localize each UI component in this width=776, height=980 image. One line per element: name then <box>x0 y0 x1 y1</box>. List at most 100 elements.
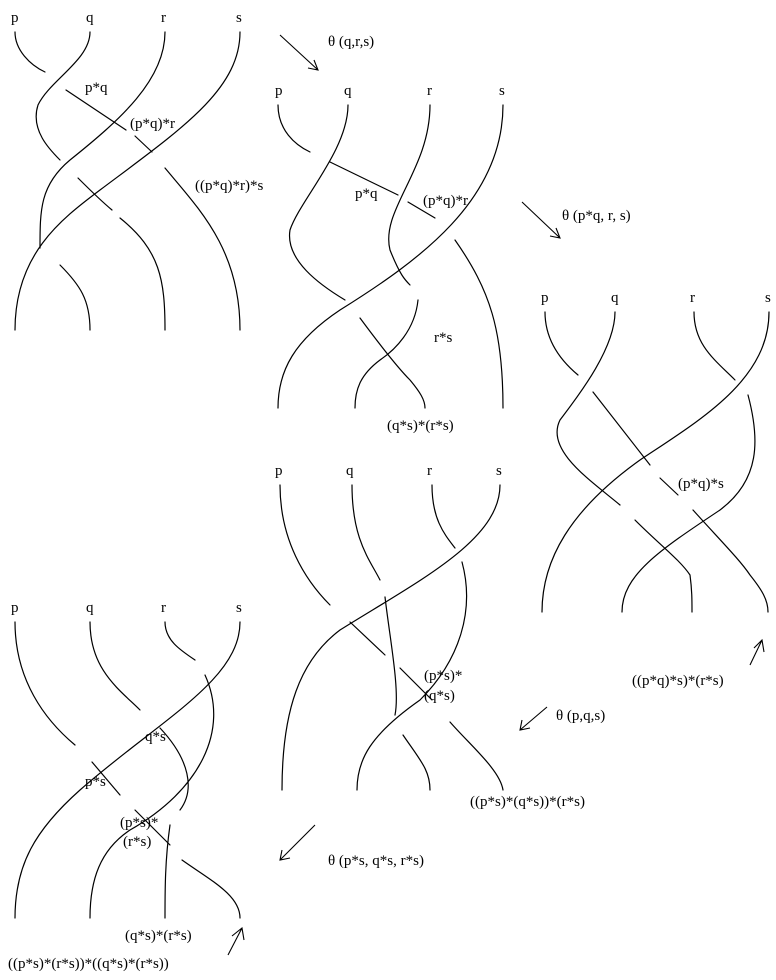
braid-1-strand-p-c <box>134 135 153 153</box>
braid-3-label-r: r <box>690 290 695 306</box>
braid-5-annotation-qs: q*s <box>145 729 166 745</box>
braid-3-strand-q <box>556 311 621 506</box>
braid-2-strand-s <box>277 104 504 409</box>
braid-5-annotation-ps-star: (p*s)* <box>120 815 158 831</box>
braid-5-strand-p-d <box>181 859 241 919</box>
braid-1-label-r: r <box>161 10 166 26</box>
braid-5-annotation-ps: p*s <box>85 774 106 790</box>
braid-5-label-s: s <box>236 600 242 616</box>
braid-5-label-p: p <box>11 600 19 616</box>
braid-3-annotation-pq-s: (p*q)*s <box>678 476 724 492</box>
move-4-arrow <box>279 824 316 861</box>
braid-1-annotation-pqr: (p*q)*r <box>130 116 175 132</box>
braid-3-strand-p-b <box>592 391 651 466</box>
move-3-label: θ (p,q,s) <box>556 708 605 724</box>
braid-5: p q r s q*s p*s (p*s)* (r*s) (q*s)*(r*s)… <box>8 600 245 972</box>
braid-4-label-r: r <box>427 463 432 479</box>
braid-1-strand-q-mid <box>77 177 113 211</box>
braid-5-annotation-result: ((p*s)*(r*s))*((q*s)*(r*s)) <box>8 956 169 972</box>
braid-4-strand-q-a <box>351 484 381 581</box>
braid-2-strand-q-b <box>359 317 426 409</box>
braid-2-label-r: r <box>427 83 432 99</box>
braid-1-annotation-pqrs: ((p*q)*r)*s <box>195 178 263 194</box>
braid-5-strand-q-a <box>89 621 141 711</box>
braid-4-strand-r-b <box>356 561 468 791</box>
braid-3-label-q: q <box>611 290 619 306</box>
move-4: θ (p*s, q*s, r*s) <box>279 824 424 869</box>
braid-4-strand-p-c <box>399 667 433 701</box>
braid-2-label-s: s <box>499 83 505 99</box>
braid-3-label-p: p <box>541 290 549 306</box>
braid-4-strand-p-b <box>349 621 386 656</box>
braid-1: p q r s p*q (p*q)*r ((p*q)*r)*s <box>11 10 263 331</box>
move-3: θ (p,q,s) <box>519 706 605 731</box>
braid-2-strand-r-b <box>354 299 419 409</box>
braid-4-strand-p-a <box>279 484 331 606</box>
braid-3-annotation-result: ((p*q)*s)*(r*s) <box>632 673 724 689</box>
braid-4-label-q: q <box>346 463 354 479</box>
braid-1-strand-q-bot <box>119 217 166 331</box>
braid-5-annotation-rs: (r*s) <box>123 834 151 850</box>
braid-4-strand-q-c <box>402 734 431 791</box>
braid-2-strand-p-b <box>329 161 399 196</box>
braid-2-label-q: q <box>344 83 352 99</box>
braid-3-strand-r-b <box>621 394 756 613</box>
braid-5-strand-p-b <box>91 761 121 796</box>
braid-3-strand-r <box>693 311 736 381</box>
braid-2-strand-p-c <box>407 201 436 219</box>
braid-1-strand-q-top <box>35 31 91 161</box>
braid-5-strand-s <box>14 621 241 919</box>
braid-1-strand-p-d <box>164 167 241 331</box>
braid-5-label-r: r <box>161 600 166 616</box>
braid-3: p q r s (p*q)*s ((p*q)*s)*(r*s) <box>541 290 771 689</box>
braid-3-strand-p-a <box>544 311 579 376</box>
braid-5-strand-r-a <box>164 621 196 661</box>
braid-1-strand-r <box>39 31 166 249</box>
braid-4-strand-r-a <box>431 484 456 549</box>
braid-1-strand-p-e <box>59 264 91 331</box>
braid-3-strand-p-d <box>692 509 769 613</box>
braid-3-strand-s <box>541 311 770 613</box>
braid-3-strand-p-c <box>659 477 679 496</box>
move-4-label: θ (p*s, q*s, r*s) <box>328 853 424 869</box>
braid-5-strand-q-c <box>164 824 171 919</box>
move-1-label: θ (q,r,s) <box>328 34 374 50</box>
braid-1-strand-s <box>14 31 241 331</box>
braid-4-strand-q-b <box>384 596 397 716</box>
braid-4-label-s: s <box>496 463 502 479</box>
braid-2-strand-p-a <box>277 104 311 153</box>
move-1-arrow <box>279 34 319 71</box>
move-3-arrow <box>519 706 548 731</box>
move-2-arrow <box>521 201 561 239</box>
braid-2-annotation-pqr: (p*q)*r <box>423 193 468 209</box>
braid-3-strand-q-b <box>634 519 693 613</box>
braid-3-label-s: s <box>765 290 771 306</box>
braid-4-strand-p-d <box>449 721 504 791</box>
braid-5-strand-q-b <box>159 727 189 811</box>
braid-2-strand-r <box>388 104 431 286</box>
braid-1-strand-p-b <box>65 89 127 131</box>
braid-5-annotation-qs-rs: (q*s)*(r*s) <box>125 928 192 944</box>
braid-5-strand-r-b <box>89 674 215 919</box>
braid-2: p q r s p*q (p*q)*r r*s (q*s)*(r*s) <box>275 83 505 434</box>
braid-4-strand-s <box>281 484 501 791</box>
braid-3-pointer-arrow <box>749 638 765 666</box>
braid-4: p q r s (p*s)* (q*s) ((p*s)*(q*s))*(r*s) <box>275 463 585 810</box>
braid-2-label-p: p <box>275 83 283 99</box>
braid-5-strand-p-c <box>134 809 171 846</box>
move-1: θ (q,r,s) <box>279 34 374 71</box>
braid-5-strand-p-a <box>14 621 76 746</box>
braid-4-annotation-ps: (p*s)* <box>424 668 462 684</box>
braid-1-strand-p-a <box>14 31 46 73</box>
braid-1-label-q: q <box>86 10 94 26</box>
braid-4-annotation-result: ((p*s)*(q*s))*(r*s) <box>470 794 585 810</box>
braid-2-strand-q <box>288 104 349 301</box>
braid-1-label-s: s <box>236 10 242 26</box>
braid-5-pointer-arrow <box>227 926 245 956</box>
braid-2-annotation-qs-rs: (q*s)*(r*s) <box>387 418 454 434</box>
braid-1-annotation-pq: p*q <box>85 80 108 96</box>
braid-2-annotation-rs: r*s <box>434 330 452 346</box>
move-2-label: θ (p*q, r, s) <box>562 208 631 224</box>
